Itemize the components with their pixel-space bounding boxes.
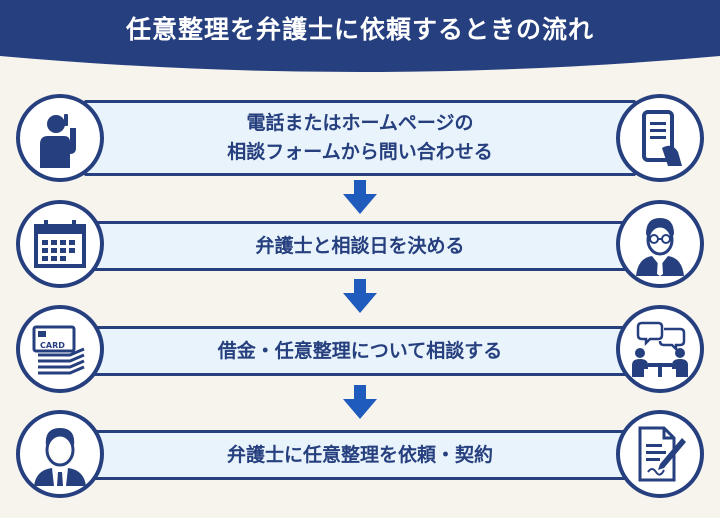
step-1-bar: 電話またはホームページの 相談フォームから問い合わせる xyxy=(84,100,636,176)
smartphone-form-icon xyxy=(616,94,704,182)
phone-call-person-icon xyxy=(16,94,104,182)
businessman-icon xyxy=(16,410,104,498)
step-3-label: 借金・任意整理について相談する xyxy=(217,339,503,362)
down-arrow-icon xyxy=(343,279,377,313)
step-2-label: 弁護士と相談日を決める xyxy=(255,234,465,257)
step-1-line-2: 相談フォームから問い合わせる xyxy=(227,141,493,163)
down-arrow-icon xyxy=(343,180,377,214)
consultation-meeting-icon xyxy=(616,305,704,393)
step-4-bar: 弁護士に任意整理を依頼・契約 xyxy=(84,430,636,480)
step-2-bar: 弁護士と相談日を決める xyxy=(84,221,636,271)
page-title: 任意整理を弁護士に依頼するときの流れ xyxy=(125,15,594,44)
step-3-bar: 借金・任意整理について相談する xyxy=(84,326,636,376)
header-banner: 任意整理を弁護士に依頼するときの流れ xyxy=(0,0,720,74)
step-4-label: 弁護士に任意整理を依頼・契約 xyxy=(226,443,493,466)
down-arrow-icon xyxy=(343,385,377,419)
card-money-icon: CARD xyxy=(16,305,104,393)
contract-document-icon xyxy=(616,410,704,498)
lawyer-glasses-icon xyxy=(616,200,704,288)
calendar-icon xyxy=(16,200,104,288)
step-1-line-1: 電話またはホームページの xyxy=(246,112,474,134)
card-label: CARD xyxy=(40,341,65,350)
